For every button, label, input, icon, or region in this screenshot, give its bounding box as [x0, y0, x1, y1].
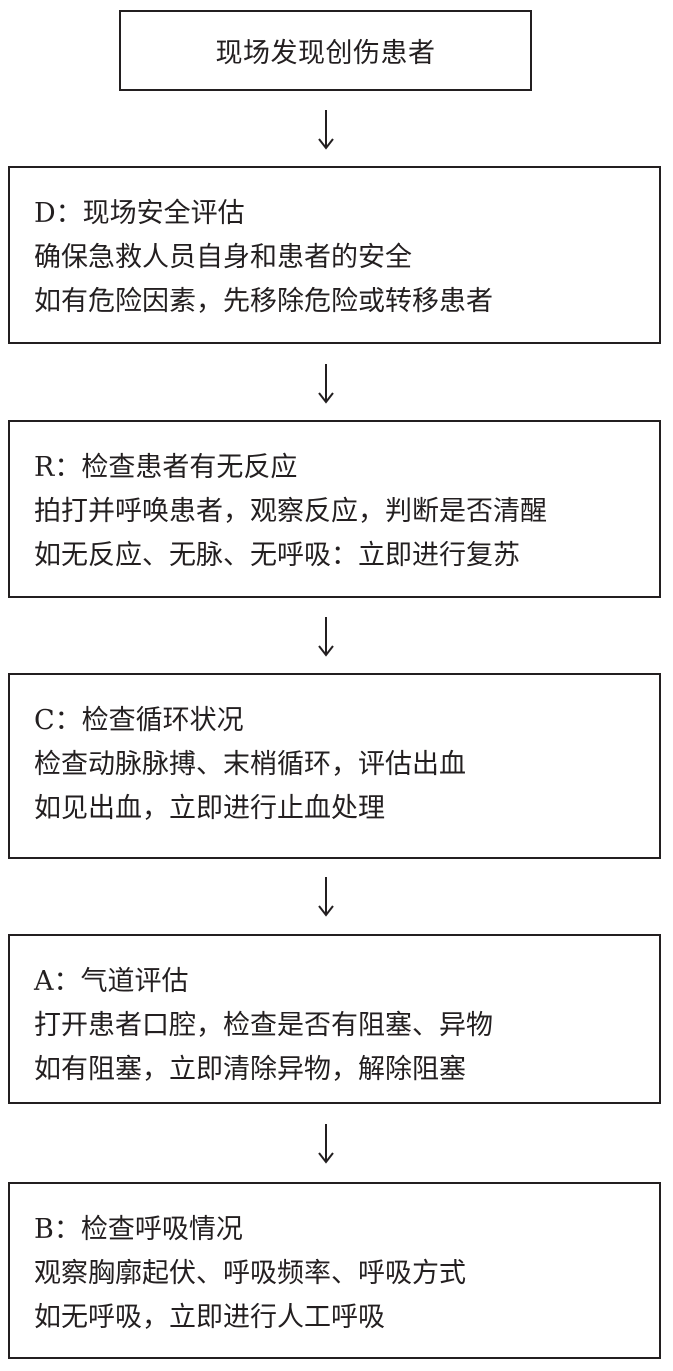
step-line: 如无呼吸，立即进行人工呼吸: [34, 1302, 385, 1333]
step-node-a: A：气道评估 打开患者口腔，检查是否有阻塞、异物 如有阻塞，立即清除异物，解除阻…: [8, 934, 661, 1104]
step-line: 如无反应、无脉、无呼吸：立即进行复苏: [34, 540, 520, 571]
step-line: 确保急救人员自身和患者的安全: [34, 242, 412, 273]
step-line: 打开患者口腔，检查是否有阻塞、异物: [34, 1010, 493, 1041]
step-node-d: D：现场安全评估 确保急救人员自身和患者的安全 如有危险因素，先移除危险或转移患…: [8, 166, 661, 344]
down-arrow-icon: [318, 877, 334, 917]
step-line: 如有危险因素，先移除危险或转移患者: [34, 286, 493, 317]
step-title: B：检查呼吸情况: [34, 1214, 243, 1245]
step-line: 如见出血，立即进行止血处理: [34, 793, 385, 824]
step-node-c: C：检查循环状况 检查动脉脉搏、末梢循环，评估出血 如见出血，立即进行止血处理: [8, 673, 661, 859]
down-arrow-icon: [318, 617, 334, 657]
step-line: 如有阻塞，立即清除异物，解除阻塞: [34, 1054, 466, 1085]
step-line: 观察胸廓起伏、呼吸频率、呼吸方式: [34, 1258, 466, 1289]
step-title: D：现场安全评估: [34, 198, 245, 229]
step-line: 拍打并呼唤患者，观察反应，判断是否清醒: [34, 496, 547, 527]
step-line: 检查动脉脉搏、末梢循环，评估出血: [34, 749, 466, 780]
step-title: C：检查循环状况: [34, 705, 244, 736]
step-node-b: B：检查呼吸情况 观察胸廓起伏、呼吸频率、呼吸方式 如无呼吸，立即进行人工呼吸: [8, 1182, 661, 1359]
step-title: R：检查患者有无反应: [34, 452, 298, 483]
down-arrow-icon: [318, 364, 334, 404]
start-node-label: 现场发现创伤患者: [215, 38, 436, 69]
down-arrow-icon: [318, 110, 334, 150]
step-title: A：气道评估: [34, 966, 189, 997]
down-arrow-icon: [318, 1124, 334, 1164]
start-node: 现场发现创伤患者: [119, 10, 532, 91]
step-node-r: R：检查患者有无反应 拍打并呼唤患者，观察反应，判断是否清醒 如无反应、无脉、无…: [8, 420, 661, 598]
